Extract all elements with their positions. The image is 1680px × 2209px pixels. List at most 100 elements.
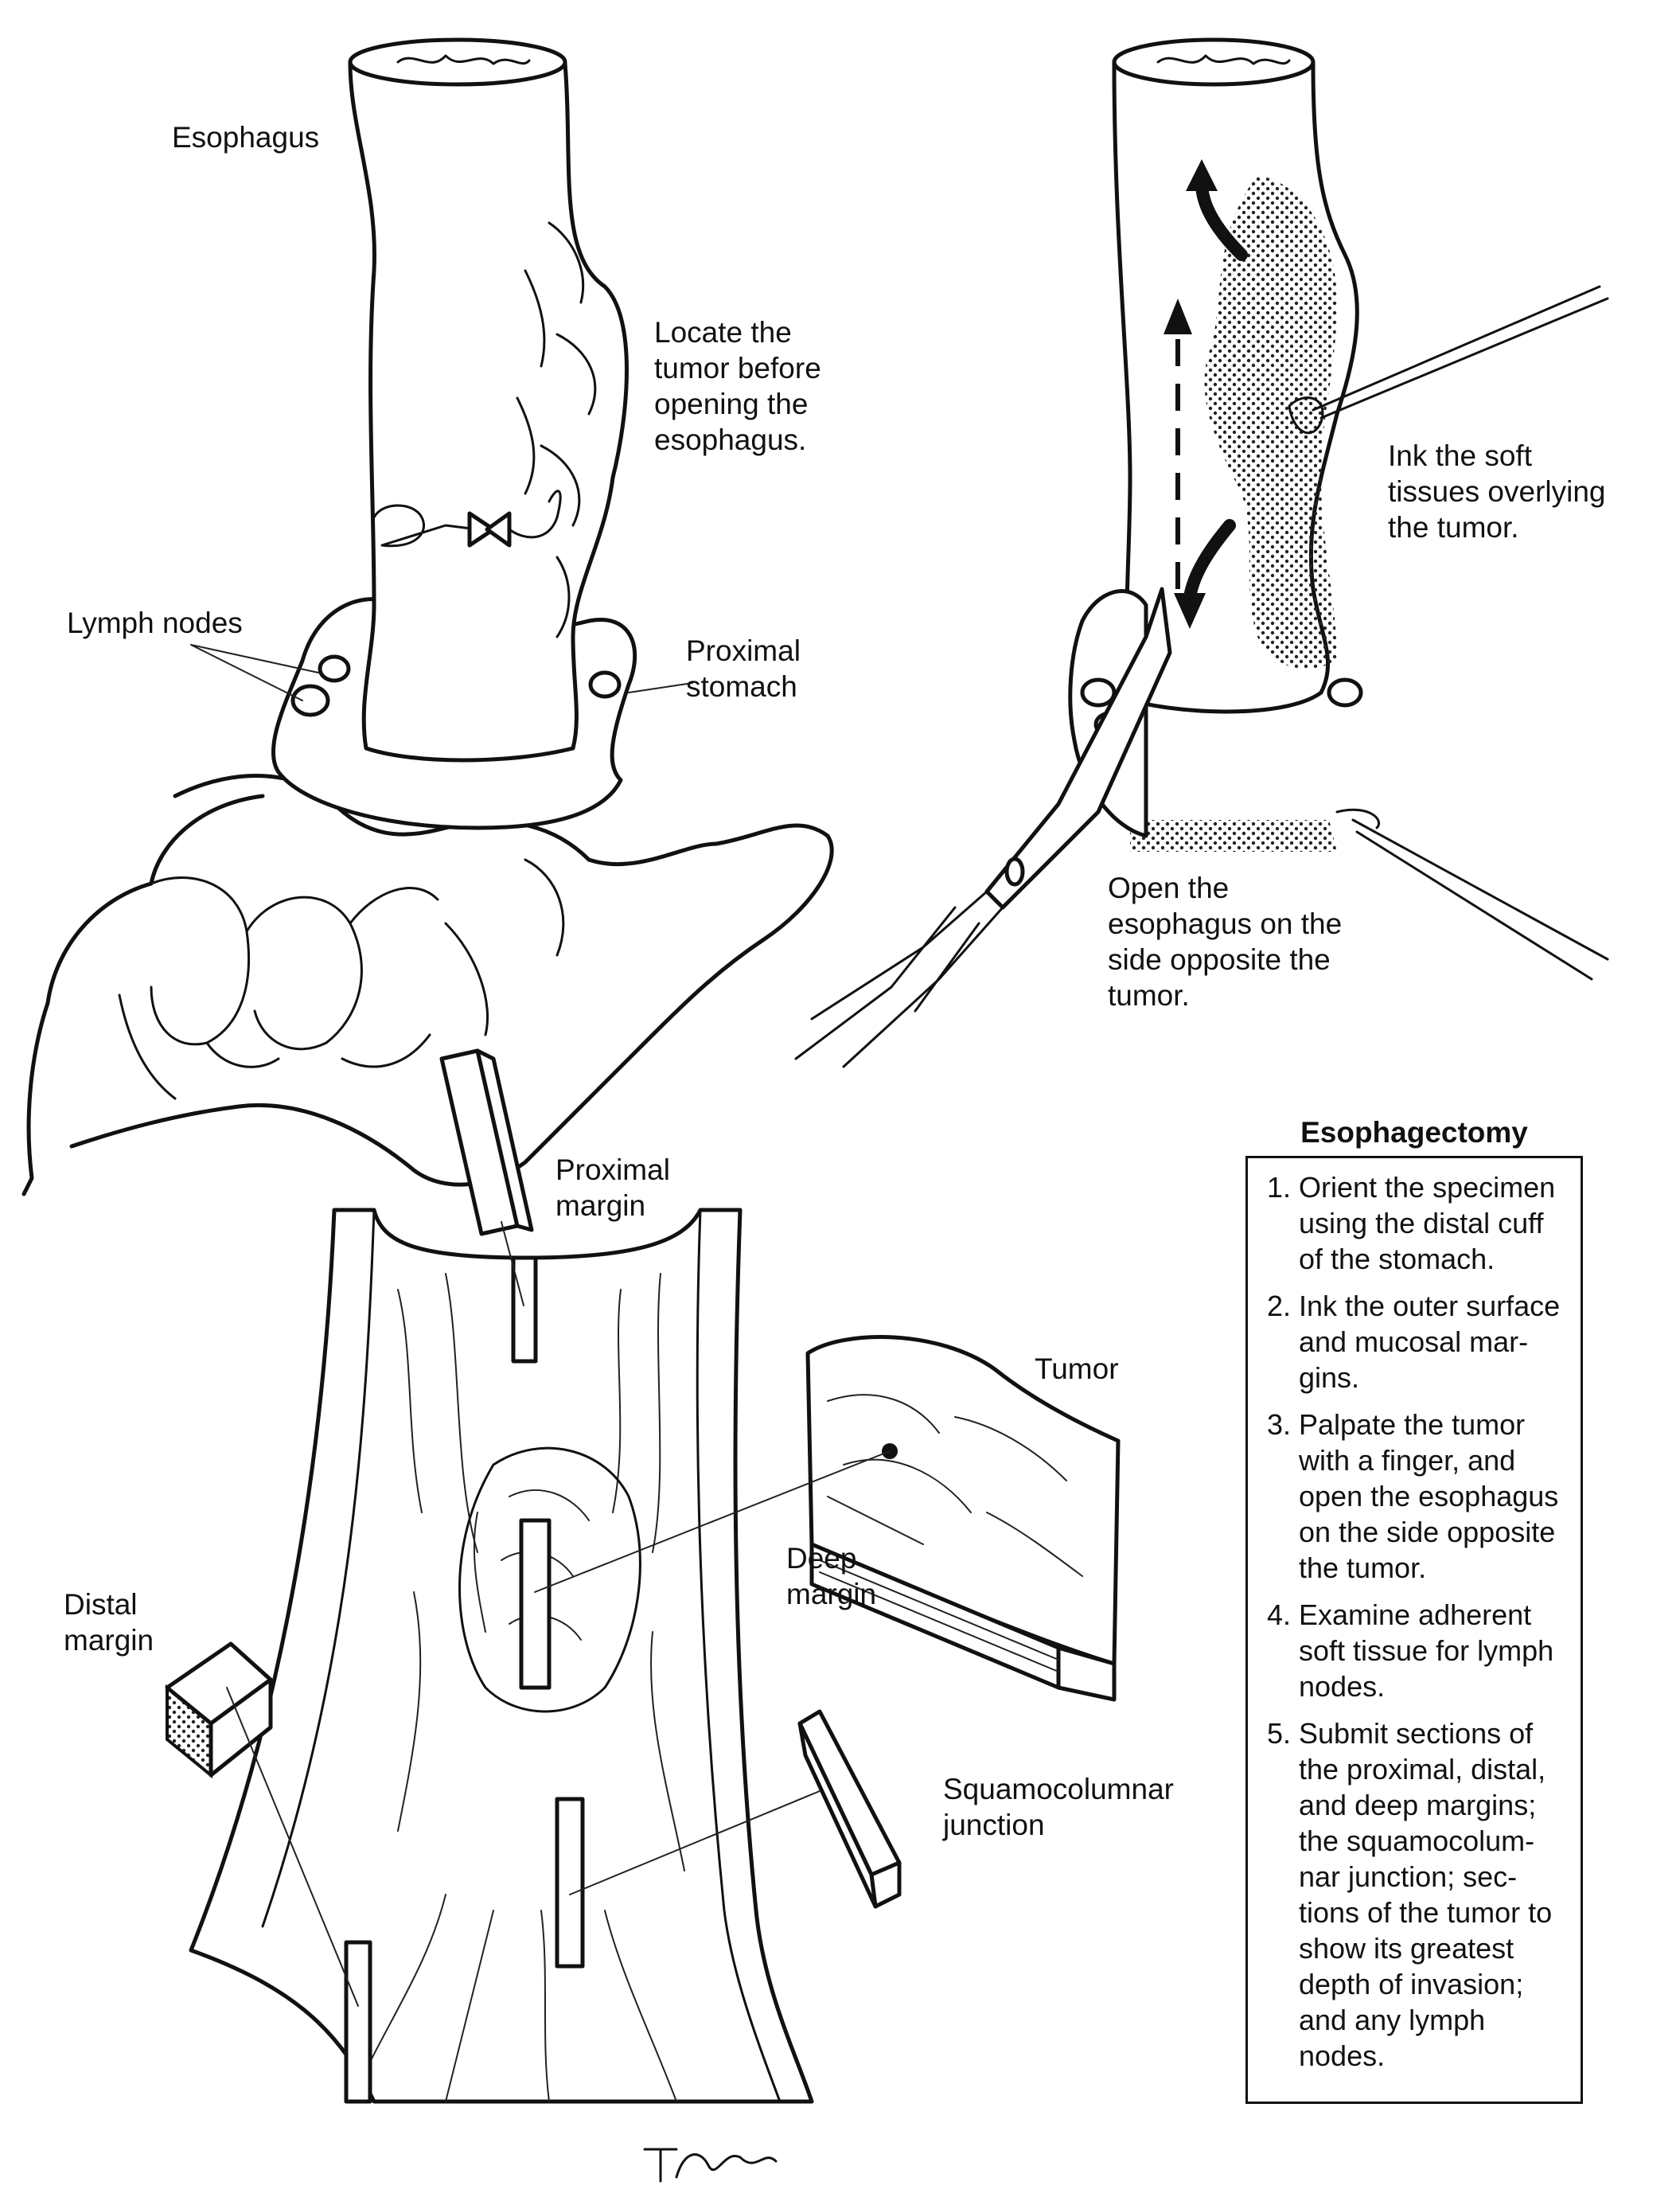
tumor-bulge-shading — [516, 221, 597, 638]
lymph-node — [318, 654, 351, 683]
step-line: Palpate the tumor — [1299, 1408, 1526, 1441]
step-line: the squamocolum- — [1299, 1825, 1535, 1857]
proximal-margin-slot — [511, 1255, 538, 1364]
rotation-arrowhead-left — [467, 511, 496, 548]
label-line: side opposite the — [1108, 943, 1331, 976]
rotation-arrow-right — [508, 490, 562, 539]
label-squamocolumnar-junction: Squamocolumnar junction — [943, 1771, 1174, 1843]
rotation-arrowhead-right — [485, 511, 512, 548]
step-line: the proximal, distal, — [1299, 1753, 1546, 1786]
step-line: Submit sections of — [1299, 1717, 1534, 1750]
label-line: Deep — [786, 1542, 857, 1575]
procedure-steps-box: 1. Orient the specimen using the distal … — [1245, 1156, 1583, 2104]
specimen-inner-edge-left — [261, 1208, 376, 1928]
step-line: gins. — [1299, 1361, 1360, 1394]
label-line: tumor. — [1108, 979, 1190, 1012]
inked-tumor-area — [1204, 175, 1337, 669]
forceps — [1335, 808, 1609, 981]
step-line: Examine adherent — [1299, 1598, 1532, 1631]
step-line: of the stomach. — [1299, 1243, 1495, 1275]
label-line: esophagus. — [654, 423, 807, 456]
label-line: stomach — [686, 670, 797, 703]
proximal-margin-leader — [501, 1221, 524, 1306]
esophagus-in-hand-drawing — [21, 37, 834, 1196]
tumor-block — [805, 1335, 1121, 1702]
tumor-ulcer — [458, 1446, 641, 1713]
label-line: esophagus on the — [1108, 907, 1343, 940]
distal-margin-leader — [226, 1687, 359, 2007]
lymph-node — [290, 684, 330, 717]
inking-and-opening-drawing — [794, 37, 1609, 1068]
label-line: junction — [943, 1809, 1045, 1841]
lumen-mucosa-folds — [396, 54, 531, 65]
curved-arrowhead-upper — [1186, 159, 1218, 191]
step-line: Ink the outer surface — [1299, 1290, 1561, 1322]
step-number: 3. — [1266, 1408, 1291, 1441]
label-line: Proximal — [555, 1153, 670, 1186]
step-line: and deep margins; — [1299, 1789, 1537, 1821]
step-text: Examine adherent soft tissue for lymph n… — [1299, 1597, 1573, 1704]
label-line: opening the — [654, 388, 809, 420]
specimen-inner-edge-right — [696, 1208, 782, 2103]
step-line: and mucosal mar- — [1299, 1325, 1529, 1358]
step-text: Ink the outer surface and mucosal mar- g… — [1299, 1288, 1573, 1395]
ink-applicator-stick — [1312, 285, 1609, 420]
label-proximal-margin: Proximal margin — [555, 1152, 670, 1224]
label-line: tissues overlying — [1388, 475, 1606, 508]
step-text: Orient the specimen using the distal cuf… — [1299, 1169, 1573, 1277]
step-line: soft tissue for lymph — [1299, 1634, 1554, 1667]
step-line: open the esophagus — [1299, 1480, 1559, 1512]
label-proximal-stomach: Proximal stomach — [686, 633, 801, 704]
lymph-node — [588, 670, 622, 699]
cut-line-arrowhead — [1164, 299, 1192, 334]
step-number: 2. — [1266, 1290, 1291, 1322]
rotation-arrow-left — [372, 504, 479, 548]
label-line: the tumor. — [1388, 511, 1519, 544]
procedure-title: Esophagectomy — [1300, 1116, 1528, 1149]
curved-arrow-lower — [1183, 519, 1236, 603]
lumen-mucosa-folds-2 — [1156, 54, 1291, 65]
hand-fingers — [118, 858, 565, 1100]
mucosal-folds — [365, 1273, 685, 2102]
squamocolumnar-block — [797, 1709, 902, 1909]
step-line: with a finger, and — [1299, 1444, 1516, 1477]
stippled-cut-edge — [1130, 820, 1337, 852]
ink-applicator-tip — [1288, 396, 1324, 435]
step-line: nar junction; sec- — [1299, 1860, 1518, 1893]
scissors-pivot — [1004, 857, 1025, 887]
step-line: using the distal cuff — [1299, 1207, 1544, 1239]
procedure-step: 3. Palpate the tumor with a finger, and … — [1259, 1407, 1573, 1586]
step-line: depth of invasion; — [1299, 1968, 1524, 2000]
distal-margin-slot — [344, 1940, 372, 2104]
label-deep-margin: Deep margin — [786, 1540, 876, 1612]
hand-outline — [21, 774, 834, 1196]
esophagus-lumen-top-2 — [1112, 37, 1316, 87]
procedure-step: 2. Ink the outer surface and mucosal mar… — [1259, 1288, 1573, 1395]
label-line: tumor before — [654, 352, 821, 384]
deep-margin-slot — [519, 1518, 552, 1690]
deep-margin-leader — [534, 1450, 891, 1593]
label-line: Proximal — [686, 634, 801, 667]
label-tumor: Tumor — [1035, 1352, 1119, 1385]
squamocolumnar-slot — [555, 1797, 585, 1969]
procedure-step: 1. Orient the specimen using the distal … — [1259, 1169, 1573, 1277]
step-line: and any lymph — [1299, 2004, 1486, 2036]
step-line: show its greatest — [1299, 1932, 1514, 1965]
distal-margin-block — [165, 1641, 273, 1779]
label-ink-soft-tissues: Ink the soft tissues overlying the tumor… — [1388, 438, 1606, 545]
step-line: nodes. — [1299, 2039, 1386, 2072]
step-text: Palpate the tumor with a finger, and ope… — [1299, 1407, 1573, 1586]
scissors-handles — [794, 890, 1004, 1068]
label-line: Ink the soft — [1388, 439, 1532, 472]
step-number: 1. — [1266, 1171, 1291, 1204]
procedure-step: 4. Examine adherent soft tissue for lymp… — [1259, 1597, 1573, 1704]
curved-arrowhead-lower — [1174, 593, 1206, 629]
lymph-node — [1080, 677, 1117, 708]
step-number: 4. — [1266, 1598, 1291, 1631]
step-line: tions of the tumor to — [1299, 1896, 1553, 1929]
label-esophagus: Esophagus — [172, 121, 320, 154]
label-line: margin — [786, 1578, 877, 1610]
artist-signature — [643, 2148, 778, 2183]
step-line: the tumor. — [1299, 1551, 1427, 1584]
